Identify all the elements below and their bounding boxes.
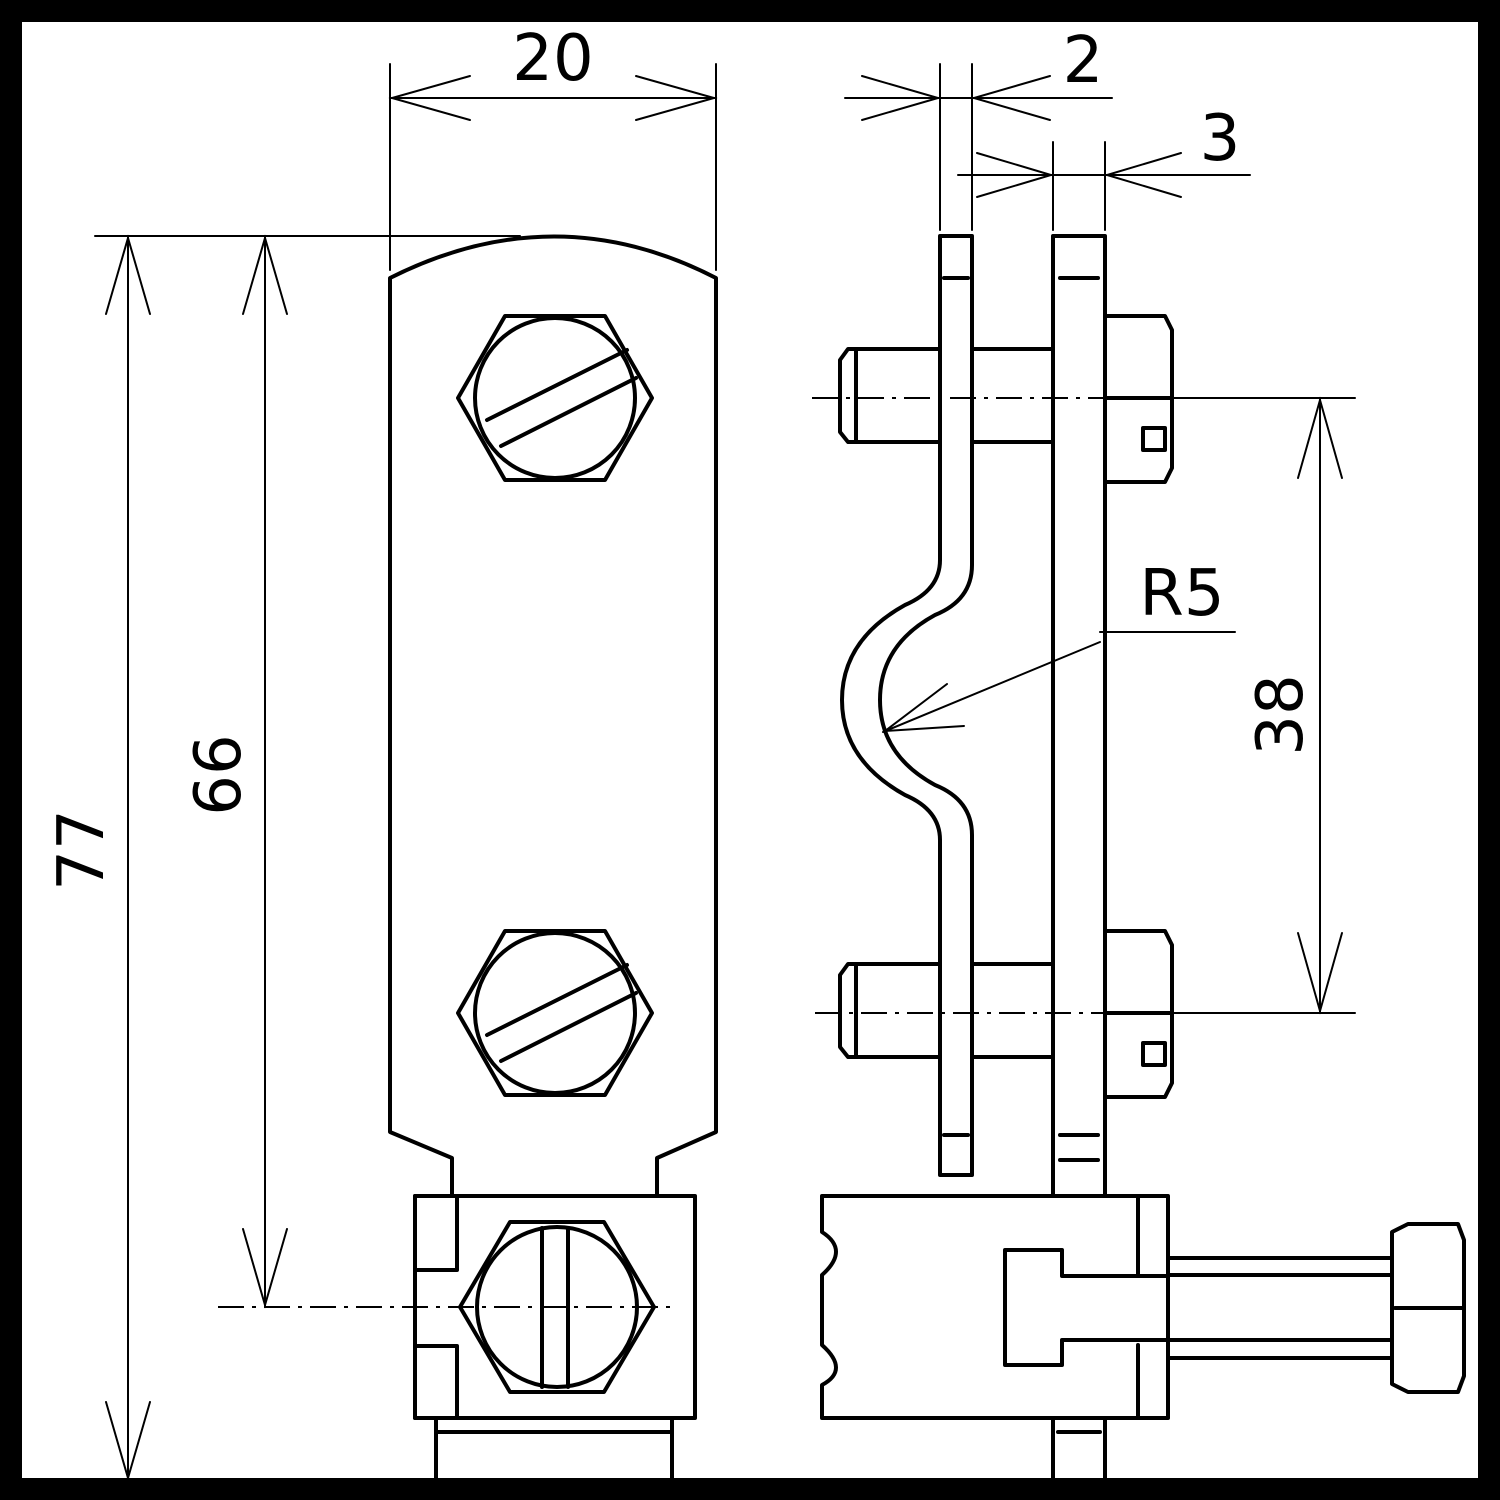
front-clamp-block — [218, 1194, 697, 1482]
side-bent-strap — [840, 234, 974, 1177]
dimension-3: 3 — [957, 102, 1251, 231]
side-clamp-body — [820, 1194, 1170, 1420]
dimension-66: 66 — [94, 234, 521, 1309]
dim-20-label: 20 — [512, 22, 593, 96]
dimension-r5: R5 — [881, 557, 1236, 733]
dim-77-arrow-top — [105, 234, 151, 315]
dim-38-arrow-bottom — [1297, 932, 1343, 1015]
side-lower-bolt-shank-left — [838, 962, 942, 1059]
dim-38-arrow-top — [1297, 396, 1343, 479]
dim-20-arrow-right — [635, 75, 718, 121]
dim-2-arrow-right — [970, 75, 1051, 121]
side-flat-strap-body — [1051, 234, 1107, 1482]
side-upper-bolt — [812, 314, 1200, 484]
front-lower-bolt — [456, 929, 654, 1097]
dim-2-label: 2 — [1063, 24, 1104, 98]
dim-38-label: 38 — [1244, 674, 1318, 755]
dim-66-arrow-top — [242, 234, 288, 315]
front-clamp-notch-bottom — [413, 1344, 459, 1420]
dim-20-arrow-left — [388, 75, 471, 121]
dim-r5-arrow — [881, 683, 965, 733]
side-clamp-block — [820, 1194, 1466, 1434]
front-strap-plate — [388, 234, 718, 1198]
front-upper-screw-head — [473, 316, 637, 480]
front-upper-hex-nut-icon — [456, 314, 654, 482]
dim-66-arrow-bottom — [242, 1228, 288, 1309]
dim-66-label: 66 — [182, 734, 256, 815]
front-view — [218, 234, 718, 1482]
side-lower-nut-slot — [1141, 1041, 1167, 1067]
front-lower-slot-line-a — [485, 963, 629, 1037]
dimension-20: 20 — [388, 22, 718, 271]
front-lower-slot-line-b — [499, 991, 638, 1063]
front-upper-slot-line-a — [485, 348, 629, 422]
dim-77-arrow-bottom — [105, 1401, 151, 1482]
dim-3-arrow-right — [1103, 152, 1182, 198]
dim-r5-label: R5 — [1139, 557, 1224, 631]
dim-3-label: 3 — [1200, 102, 1241, 176]
front-upper-bolt — [456, 314, 654, 482]
front-clamp-notch-top — [413, 1194, 459, 1272]
dimension-2: 2 — [844, 24, 1113, 231]
side-bent-strap-outer — [840, 234, 974, 1177]
dimension-77: 77 — [45, 234, 437, 1482]
side-lower-bolt — [815, 929, 1220, 1099]
front-clamp-base-foot — [434, 1416, 674, 1482]
dim-2-arrow-left — [861, 75, 942, 121]
front-upper-slot-line-b — [499, 376, 638, 448]
side-upper-nut-slot — [1141, 426, 1167, 452]
dim-77-label: 77 — [45, 809, 119, 890]
dim-3-arrow-left — [976, 152, 1055, 198]
dimension-38: 38 — [1159, 396, 1356, 1015]
side-view — [812, 234, 1466, 1482]
front-lower-hex-nut-icon — [456, 929, 654, 1097]
front-lower-screw-head — [473, 931, 637, 1095]
side-upper-bolt-shank-left — [838, 347, 942, 444]
dim-r5-leader — [882, 641, 1101, 733]
